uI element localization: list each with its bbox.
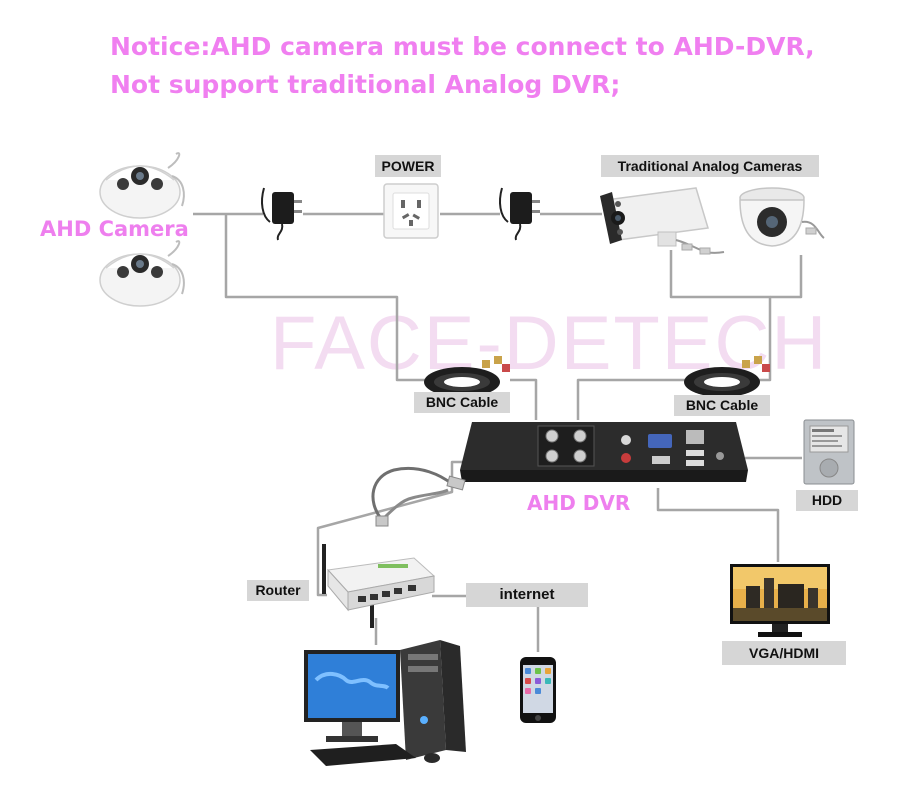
internet-label: internet bbox=[466, 583, 588, 607]
vga-hdmi-label: VGA/HDMI bbox=[722, 641, 846, 665]
bnc-cable-left-label: BNC Cable bbox=[414, 392, 510, 413]
dome-camera-icon bbox=[99, 240, 185, 307]
power-adapter-icon bbox=[261, 187, 302, 241]
monitor-icon bbox=[730, 564, 830, 637]
power-adapter-icon bbox=[499, 187, 540, 241]
ethernet-cable-icon bbox=[371, 466, 466, 527]
dvr-icon bbox=[460, 422, 748, 482]
power-label: POWER bbox=[375, 155, 441, 177]
bnc-cable-icon bbox=[684, 356, 770, 397]
router-label: Router bbox=[247, 580, 309, 601]
ahd-camera-label: AHD Camera bbox=[40, 217, 189, 241]
hdd-label: HDD bbox=[796, 490, 858, 511]
bullet-camera-icon bbox=[600, 187, 725, 255]
bnc-cable-right-label: BNC Cable bbox=[674, 395, 770, 416]
dome-camera-icon bbox=[739, 187, 825, 247]
ahd-dvr-label: AHD DVR bbox=[527, 491, 631, 515]
wall-socket-icon bbox=[383, 183, 439, 239]
router-icon bbox=[322, 544, 436, 628]
dome-camera-icon bbox=[99, 152, 185, 219]
traditional-cameras-label: Traditional Analog Cameras bbox=[601, 155, 819, 177]
hdd-icon bbox=[803, 419, 855, 485]
smartphone-icon bbox=[520, 657, 556, 723]
notice-line-2: Not support traditional Analog DVR; bbox=[110, 70, 621, 99]
notice-line-1: Notice:AHD camera must be connect to AHD… bbox=[110, 32, 815, 61]
bnc-cable-icon bbox=[424, 356, 510, 397]
desktop-computer-icon bbox=[304, 640, 466, 766]
